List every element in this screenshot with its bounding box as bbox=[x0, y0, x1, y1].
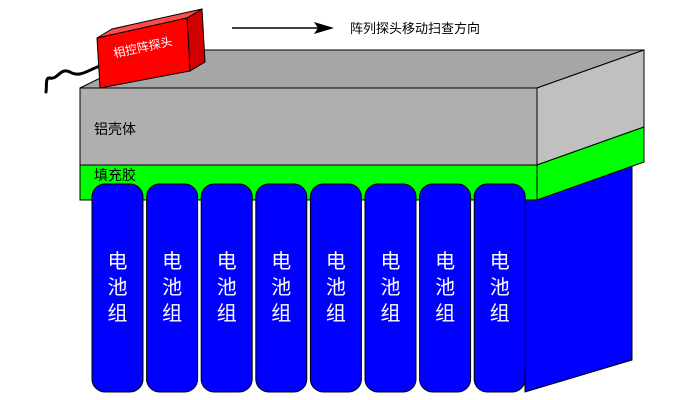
battery-cell: 电池组 bbox=[146, 183, 199, 393]
battery-cell: 电池组 bbox=[255, 183, 308, 393]
battery-cell-label: 电池组 bbox=[162, 249, 182, 325]
battery-cell-label: 电池组 bbox=[271, 249, 291, 325]
battery-cell-label: 电池组 bbox=[381, 249, 401, 325]
battery-cell-body bbox=[146, 183, 199, 393]
scan-direction-label: 阵列探头移动扫查方向 bbox=[350, 21, 480, 37]
battery-cell-label: 电池组 bbox=[217, 249, 237, 325]
battery-cell-body bbox=[364, 183, 417, 393]
battery-cell: 电池组 bbox=[419, 183, 472, 393]
battery-cell-label: 电池组 bbox=[108, 249, 128, 325]
battery-cell-body bbox=[473, 183, 526, 393]
filler-label: 填充胶 bbox=[94, 167, 136, 184]
battery-cells: 电池组 电池组 电池组 电池组 电池组 电池组 电池组 电池组 bbox=[91, 183, 526, 393]
battery-cell-label: 电池组 bbox=[490, 249, 510, 325]
battery-cell: 电池组 bbox=[91, 183, 144, 393]
battery-cell-body bbox=[309, 183, 362, 393]
battery-cell-body bbox=[200, 183, 253, 393]
battery-cell: 电池组 bbox=[200, 183, 253, 393]
scan-direction-arrowhead bbox=[314, 22, 334, 34]
battery-cell-body bbox=[91, 183, 144, 393]
probe-cable bbox=[44, 64, 102, 94]
battery-cell-label: 电池组 bbox=[326, 249, 346, 325]
battery-cell: 电池组 bbox=[364, 183, 417, 393]
battery-cell-body bbox=[419, 183, 472, 393]
battery-cell-body bbox=[255, 183, 308, 393]
battery-cell-label: 电池组 bbox=[435, 249, 455, 325]
battery-cell: 电池组 bbox=[309, 183, 362, 393]
battery-cell: 电池组 bbox=[473, 183, 526, 393]
housing-front-face bbox=[79, 87, 538, 166]
probe-front-face bbox=[96, 17, 191, 89]
housing-label: 铝壳体 bbox=[94, 121, 136, 138]
